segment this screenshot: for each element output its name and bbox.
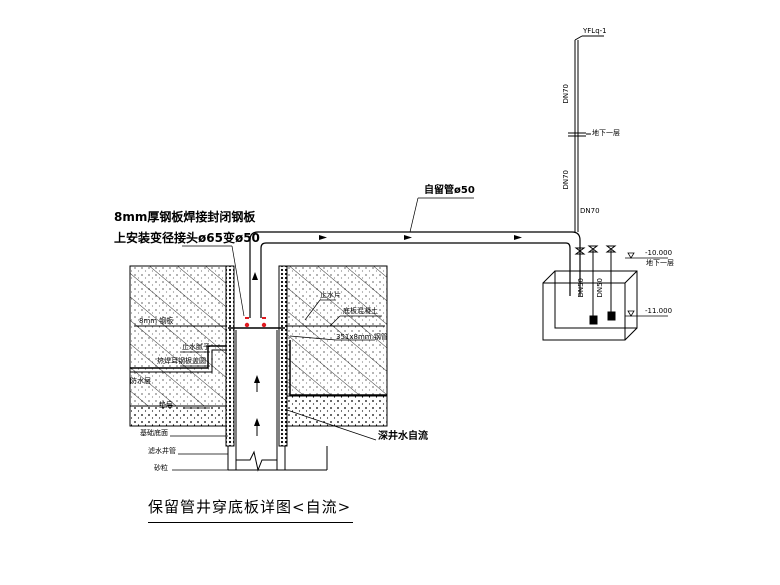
pipe-main-label: 自留管ø50 — [424, 185, 475, 196]
elevation-markers — [625, 252, 668, 317]
water-stop-putty-label: 止水腻子 — [182, 343, 210, 351]
left-concrete-slab — [129, 265, 231, 407]
right-cushion-layer — [281, 395, 388, 427]
well-pipe-label: 滤水井管 — [148, 447, 176, 455]
basement-floor-label: 地下一层 — [592, 129, 620, 137]
steel-351-label: 351x8mm 钢管 — [336, 333, 388, 341]
left-cushion-layer — [129, 405, 231, 427]
tank-pipes — [589, 250, 616, 325]
gravel-label: 砂粒 — [154, 464, 168, 472]
plate-note-line1: 8mm厚钢板焊接封闭钢板 — [114, 210, 256, 224]
foundation-bottom-label: 基础底面 — [140, 429, 168, 437]
hot-weld-plate-label: 热焊耳钢板盖圆 — [157, 357, 206, 365]
waterproof-layer-label: 防水层 — [130, 377, 151, 385]
dn50-a-label: DN50 — [577, 278, 585, 298]
right-concrete-slab — [281, 265, 388, 397]
self-flow-pipe — [249, 231, 581, 318]
left-well-wall — [225, 265, 235, 447]
dn70-lower-label: DN70 — [562, 170, 570, 190]
riser-pipe — [568, 35, 604, 232]
break-mark — [236, 450, 277, 472]
valve-icons — [574, 245, 617, 255]
steel-8mm-label: 8mm 钢板 — [139, 317, 174, 325]
dn50-b-label: DN50 — [596, 278, 604, 298]
flow-arrows-pipe — [252, 235, 522, 280]
riser-tag-label: YFLq-1 — [583, 27, 607, 35]
weld-mark-right — [261, 322, 267, 328]
elev-upper-label: -10.000 — [645, 249, 673, 257]
leader-lines — [170, 197, 474, 471]
drawing-title: 保留管井穿底板详图<自流> — [148, 498, 352, 516]
right-well-wall — [278, 265, 288, 447]
plate-note-line2: 上安装变径接头ø65变ø50 — [114, 231, 260, 245]
bottom-slab-concrete-label: 底板混凝土 — [343, 307, 378, 315]
title-underline — [148, 522, 353, 523]
water-stop-ring-label: 止水片 — [320, 291, 341, 299]
dn70-horiz-label: DN70 — [580, 207, 600, 215]
flow-arrows-well — [254, 375, 260, 436]
dn70-upper-label: DN70 — [562, 84, 570, 104]
elev-lower-label: -11.000 — [645, 307, 673, 315]
water-tank — [542, 270, 638, 341]
weld-mark-left — [244, 322, 250, 328]
deep-well-label: 深井水自流 — [378, 431, 428, 442]
cushion-layer-label: 垫层 — [159, 401, 173, 409]
elev-upper-note: 地下一层 — [646, 259, 674, 267]
